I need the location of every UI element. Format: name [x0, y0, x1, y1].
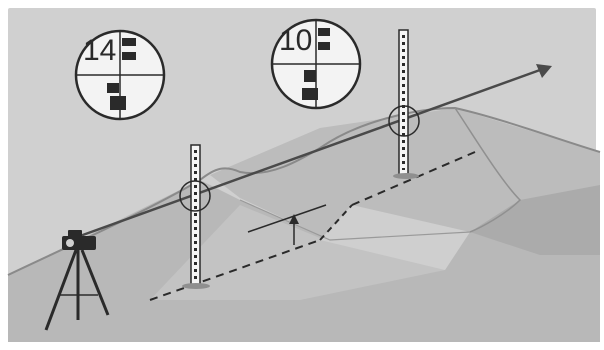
staff-reading: 10 [279, 24, 312, 57]
staff-graduation [318, 42, 330, 50]
staff-graduation [122, 52, 136, 60]
staff-graduation [304, 70, 316, 82]
staff-graduation [107, 83, 119, 93]
staff-graduation [318, 28, 330, 36]
left-staff-shadow [182, 283, 210, 289]
right-staff-shadow [393, 173, 419, 179]
staff-graduation [122, 38, 136, 46]
staff-graduation [110, 96, 126, 110]
staff-reading: 14 [83, 34, 116, 67]
eyepiece-view-right: 10 [272, 20, 360, 108]
staff-graduation [302, 88, 318, 100]
eyepiece-view-left: 14 [76, 31, 164, 119]
